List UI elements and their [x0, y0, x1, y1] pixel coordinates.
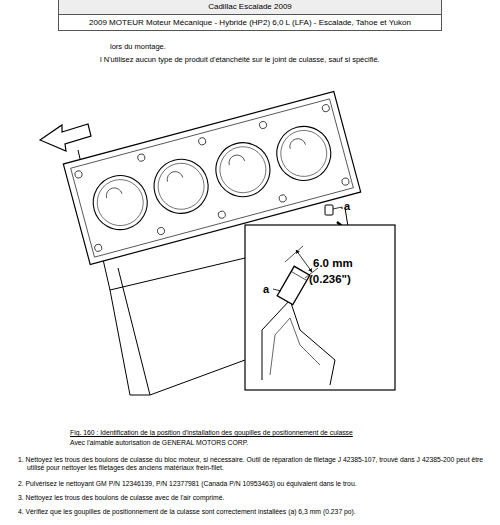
dowel-pin: [325, 205, 342, 215]
header-box: Cadillac Escalade 20092009 MOTEUR Moteur…: [58, 0, 442, 31]
step-text: 3. Nettoyez les trous des boulons de cul…: [18, 494, 497, 502]
detail-inset: [245, 225, 395, 390]
header-title: Cadillac Escalade 2009: [59, 0, 441, 15]
callout-letter: a: [263, 283, 275, 297]
step-text: 1. Nettoyez les trous des boulons de cul…: [18, 456, 497, 473]
step-text: 2. Pulvérisez le nettoyant GM P/N 123461…: [18, 480, 497, 488]
note-text: l N'utilisez aucun type de produit d'éta…: [100, 55, 384, 64]
dimension: (0.236"): [309, 272, 379, 286]
figure-caption: Fig. 160 : Identification de la position…: [70, 429, 490, 437]
step-text: 4. Vérifiez que les goupilles de positio…: [18, 508, 497, 516]
direction-arrow: [40, 124, 91, 151]
header-subtitle: 2009 MOTEUR Moteur Mécanique - Hybride (…: [59, 15, 441, 30]
callout-letter: a: [344, 200, 356, 214]
dimension: 6.0 mm: [313, 256, 383, 270]
body-text: lors du montage.: [110, 42, 410, 51]
credit-text: Avec l'aimable autorisation de GENERAL M…: [70, 439, 470, 447]
leader-line: [341, 208, 343, 209]
